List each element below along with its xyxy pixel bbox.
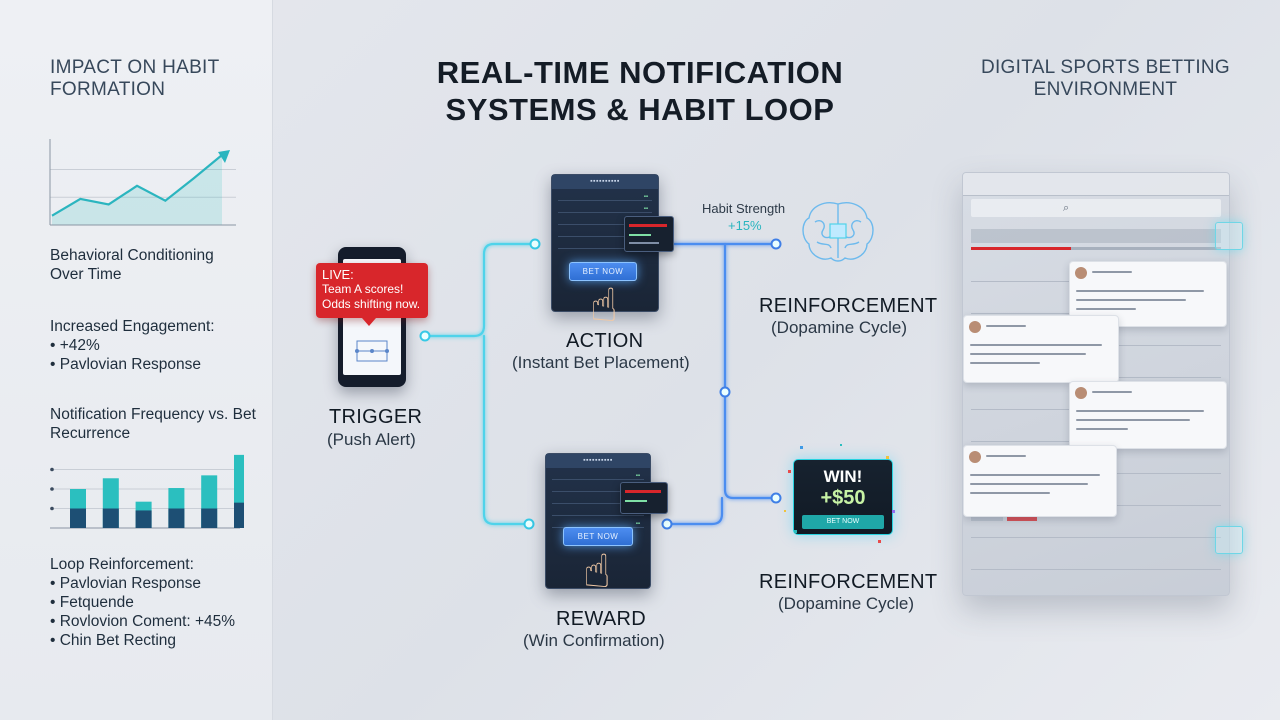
avatar <box>969 321 981 333</box>
bar-chart-tick <box>50 487 54 491</box>
reward-subtitle: (Win Confirmation) <box>523 631 665 650</box>
page-title: REAL-TIME NOTIFICATION SYSTEMS & HABIT L… <box>436 55 844 127</box>
live-indicator-bar <box>971 247 1071 250</box>
bar-mark-frequency <box>234 502 244 528</box>
reward-to-reinforcement-connector <box>665 496 724 526</box>
alert-line: Odds shifting now. <box>322 297 421 311</box>
reinforcement-top-subtitle: (Dopamine Cycle) <box>771 318 908 337</box>
bar-chart-tick <box>50 467 54 472</box>
bar-mark-frequency <box>135 510 152 528</box>
left-panel: IMPACT ON HABIT FORMATION Behavioral Con… <box>0 0 273 720</box>
bar-mark-recurrence <box>234 454 244 528</box>
loop-bullet: Rovlovion Coment: +45% <box>50 612 270 631</box>
engagement-bullet: +42% <box>50 336 260 355</box>
chat-message-card[interactable] <box>1069 381 1227 449</box>
loop-bullet: Chin Bet Recting <box>50 631 270 650</box>
pointing-hand-icon: ☝ <box>590 279 619 331</box>
connector-node <box>523 518 535 530</box>
floating-window-icon[interactable] <box>1215 526 1243 554</box>
connector-node <box>770 492 782 504</box>
alert-line: Team A scores! <box>322 282 404 296</box>
panel-match-header <box>971 229 1221 243</box>
reinforcement-top-title: REINFORCEMENT <box>759 295 938 317</box>
avatar <box>1075 387 1087 399</box>
betting-environment-panel: ⌕ <box>962 172 1230 596</box>
loop-label: Loop Reinforcement: <box>50 556 194 573</box>
confetti-decoration <box>784 444 895 543</box>
brain-icon <box>802 202 874 262</box>
connector-node <box>719 386 731 398</box>
connector-node <box>419 330 431 342</box>
bar-mark-frequency <box>70 508 86 528</box>
loop-list: Pavlovian Response Fetquende Rovlovion C… <box>50 574 270 650</box>
reinforcement-bottom-title: REINFORCEMENT <box>759 571 938 593</box>
chat-message-card[interactable] <box>963 445 1117 517</box>
alert-title: LIVE: <box>322 267 354 282</box>
panel-search-bar[interactable] <box>971 199 1221 217</box>
trend-arrow-icon <box>218 150 230 163</box>
trigger-to-reward-connector <box>482 334 530 526</box>
trigger-subtitle: (Push Alert) <box>327 430 416 449</box>
reinforcement-bottom-subtitle: (Dopamine Cycle) <box>778 594 915 613</box>
habit-strength-label: Habit Strength <box>702 201 786 216</box>
win-text: WIN! <box>823 467 863 486</box>
engagement-list: +42% Pavlovian Response <box>50 336 260 374</box>
frequency-bar-chart <box>50 454 244 529</box>
floating-window-icon[interactable] <box>1215 222 1243 250</box>
reward-phone-screen: ▪▪▪▪▪▪▪▪▪▪ ▪▪ ▪▪ ▪▪ ▪▪ ▪▪ BET NOW <box>545 453 651 589</box>
avatar <box>969 451 981 463</box>
bar-chart-tick <box>50 506 54 511</box>
right-panel-heading: DIGITAL SPORTS BETTING ENVIRONMENT <box>980 57 1231 100</box>
trigger-title: TRIGGER <box>329 406 423 428</box>
odds-popup <box>624 216 674 252</box>
chat-message-card[interactable] <box>963 315 1119 383</box>
screen-header: ▪▪▪▪▪▪▪▪▪▪ <box>546 454 650 468</box>
pointing-hand-icon: ☝ <box>583 545 612 597</box>
reward-title: REWARD <box>556 608 646 630</box>
trigger-to-action-connector <box>423 242 536 338</box>
connector-node <box>529 238 541 250</box>
phone-wireframe <box>355 340 389 362</box>
bar-mark-frequency <box>168 508 185 528</box>
reward-bet-button[interactable]: BET NOW <box>563 527 633 546</box>
engagement-label: Increased Engagement: <box>50 318 215 335</box>
loop-bullet: Fetquende <box>50 593 270 612</box>
action-subtitle: (Instant Bet Placement) <box>512 353 690 372</box>
screen-header: ▪▪▪▪▪▪▪▪▪▪ <box>552 175 658 189</box>
panel-browser-bar <box>963 173 1229 196</box>
push-alert-bubble[interactable]: LIVE: Team A scores! Odds shifting now. <box>316 263 428 326</box>
win-amount: +$50 <box>820 487 866 509</box>
habit-trend-line-chart <box>49 139 236 226</box>
bar-mark-frequency <box>102 508 119 528</box>
left-panel-heading: IMPACT ON HABIT FORMATION <box>50 57 220 100</box>
bar-mark-frequency <box>201 508 218 528</box>
avatar <box>1075 267 1087 279</box>
frequency-caption: Notification Frequency vs. Bet Recurrenc… <box>50 406 256 442</box>
odds-popup <box>620 482 668 514</box>
habit-trend-area <box>52 155 222 225</box>
win-confirmation-card[interactable]: WIN! +$50 BET NOW <box>793 459 893 535</box>
habit-strength-value: +15% <box>728 218 762 233</box>
connector-node <box>661 518 673 530</box>
action-bet-button[interactable]: BET NOW <box>569 262 637 281</box>
win-bet-button[interactable]: BET NOW <box>802 515 884 529</box>
engagement-bullet: Pavlovian Response <box>50 355 260 374</box>
trend-caption: Behavioral Conditioning Over Time <box>50 247 214 283</box>
loop-vertical-connector <box>723 242 777 500</box>
loop-bullet: Pavlovian Response <box>50 574 270 593</box>
connector-node <box>770 238 782 250</box>
search-icon: ⌕ <box>1063 202 1070 214</box>
action-title: ACTION <box>566 330 644 352</box>
